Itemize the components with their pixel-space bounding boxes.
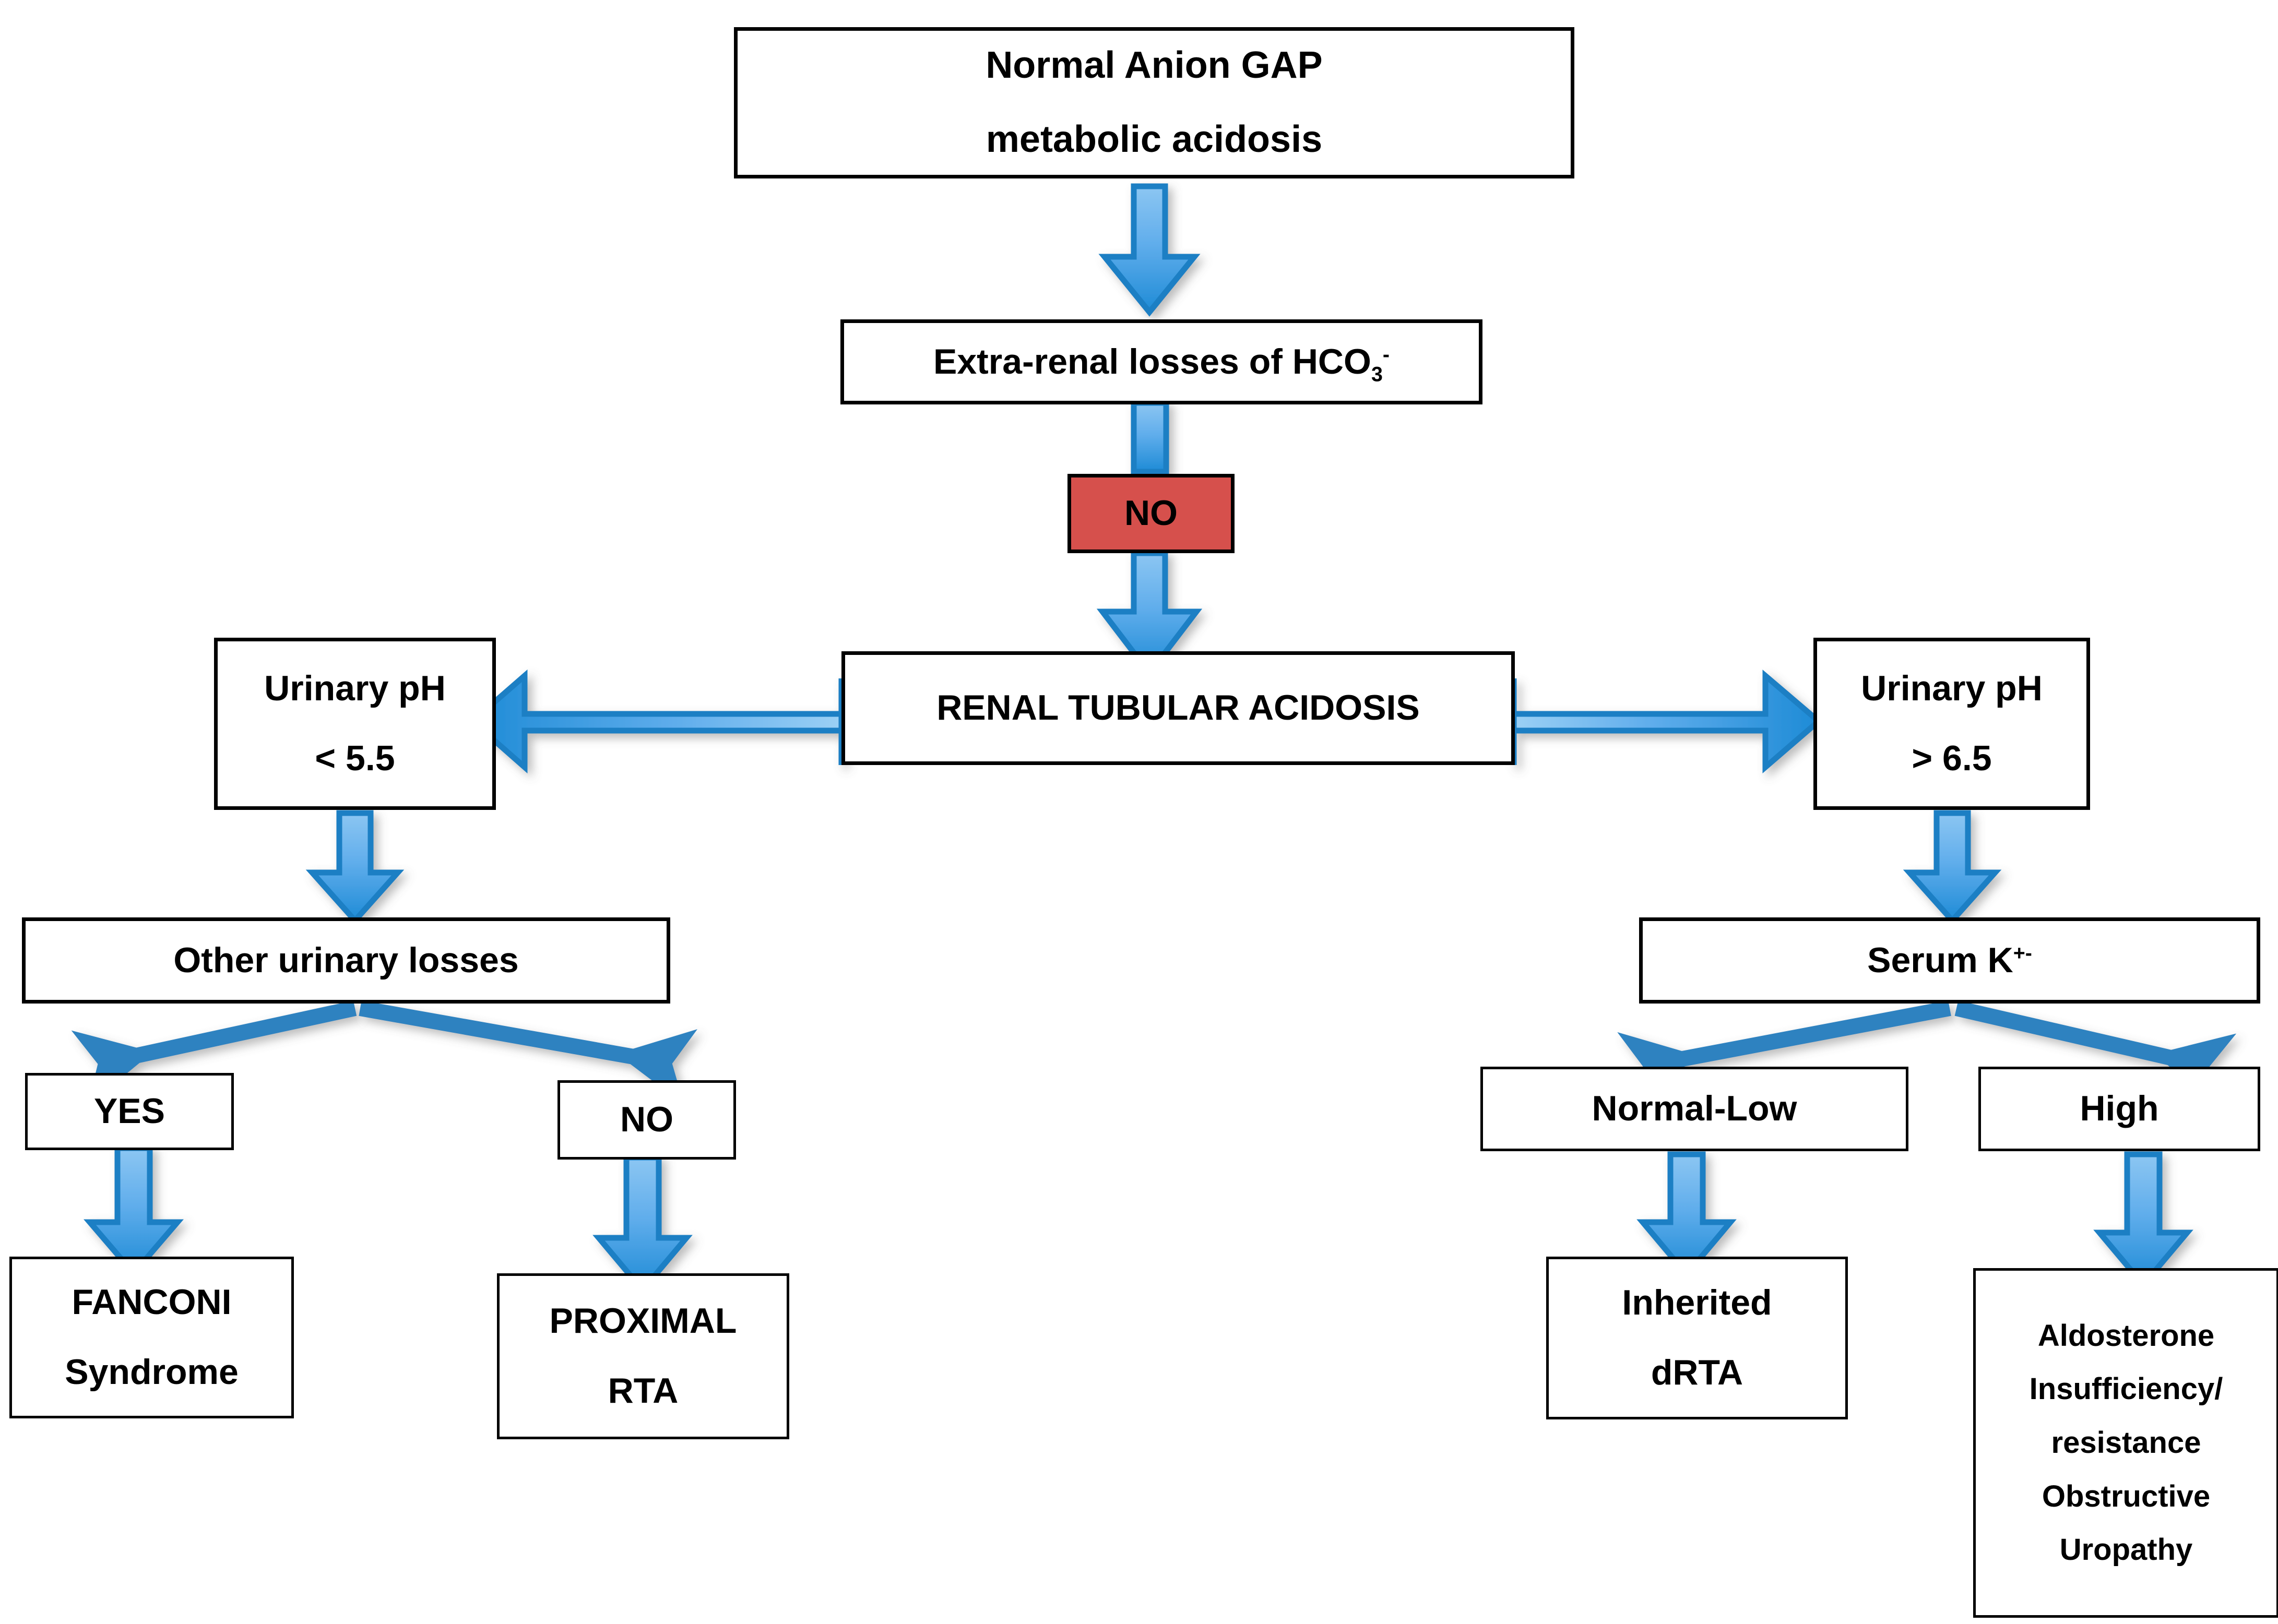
arrow-serum-k-to-normal-low <box>1617 1000 1951 1108</box>
node-normal-anion-gap[interactable]: Normal Anion GAP metabolic acidosis <box>734 27 1574 178</box>
node-fanconi-line2: Syndrome <box>65 1352 239 1392</box>
node-urinary-ph-high[interactable]: Urinary pH > 6.5 <box>1813 638 2090 810</box>
node-proximal-rta-line1: PROXIMAL <box>549 1301 737 1341</box>
node-serum-k-text: Serum K+- <box>1867 933 2032 988</box>
arrow-urinary-ph-high-to-serum-k <box>1903 810 2002 925</box>
arrow-other-losses-to-yes <box>71 1000 357 1106</box>
arrow-urinary-ph-low-to-other-losses <box>305 810 405 925</box>
node-no-branch[interactable]: NO <box>557 1080 736 1160</box>
node-root-line2: metabolic acidosis <box>986 118 1323 161</box>
node-aldosterone-line4: Obstructive <box>2042 1479 2211 1513</box>
node-aldosterone-line2: Insufficiency/ <box>2029 1372 2223 1406</box>
node-normal-low-label: Normal-Low <box>1592 1089 1797 1129</box>
arrow-rta-to-urinary-ph-low <box>468 669 845 774</box>
node-serum-k[interactable]: Serum K+- <box>1639 917 2260 1004</box>
node-aldosterone-line3: resistance <box>2051 1425 2201 1460</box>
node-normal-low[interactable]: Normal-Low <box>1480 1067 1908 1151</box>
arrow-high-to-aldosterone <box>2093 1151 2193 1289</box>
node-fanconi-syndrome[interactable]: FANCONI Syndrome <box>9 1257 294 1418</box>
node-urinary-ph-low-line2: < 5.5 <box>315 738 395 779</box>
node-renal-tubular-acidosis[interactable]: RENAL TUBULAR ACIDOSIS <box>841 651 1515 765</box>
node-serum-k-prefix: Serum K <box>1867 940 2013 980</box>
node-inherited-drta-line1: Inherited <box>1622 1283 1772 1323</box>
arrow-rta-to-urinary-ph-high <box>1511 670 1823 774</box>
node-proximal-rta[interactable]: PROXIMAL RTA <box>497 1273 789 1439</box>
arrow-serum-k-to-high <box>1954 1000 2237 1108</box>
node-urinary-ph-low-line1: Urinary pH <box>264 668 446 709</box>
node-extrarenal-superscript: - <box>1382 343 1390 366</box>
node-inherited-drta-line2: dRTA <box>1651 1353 1743 1393</box>
arrow-yes-to-fanconi <box>84 1145 184 1278</box>
node-aldosterone-line5: Uropathy <box>2059 1533 2193 1567</box>
node-aldosterone-line1: Aldosterone <box>2037 1318 2215 1353</box>
node-other-urinary-losses[interactable]: Other urinary losses <box>22 917 670 1004</box>
node-root-line1: Normal Anion GAP <box>986 44 1323 87</box>
node-no-badge-label: NO <box>1124 493 1178 533</box>
node-high[interactable]: High <box>1978 1067 2260 1151</box>
node-urinary-ph-high-line1: Urinary pH <box>1861 668 2043 709</box>
node-inherited-drta[interactable]: Inherited dRTA <box>1546 1257 1848 1419</box>
node-other-urinary-losses-label: Other urinary losses <box>173 940 519 980</box>
node-serum-k-superscript: +- <box>2013 941 2032 965</box>
node-high-label: High <box>2080 1089 2159 1129</box>
node-no-badge[interactable]: NO <box>1067 474 1235 553</box>
node-extrarenal-text: Extra-renal losses of HCO3- <box>933 335 1390 389</box>
node-extrarenal-losses[interactable]: Extra-renal losses of HCO3- <box>840 319 1482 404</box>
node-yes[interactable]: YES <box>25 1073 234 1150</box>
node-urinary-ph-high-line2: > 6.5 <box>1912 738 1992 779</box>
node-rta-label: RENAL TUBULAR ACIDOSIS <box>936 688 1420 728</box>
node-yes-label: YES <box>93 1091 165 1131</box>
arrow-extrarenal-to-no-badge <box>1131 400 1169 475</box>
node-extrarenal-prefix: Extra-renal losses of HCO <box>933 341 1371 381</box>
arrow-other-losses-to-no <box>359 1000 698 1105</box>
arrow-root-to-extrarenal <box>1098 183 1201 317</box>
arrow-no-to-proximal-rta <box>592 1154 693 1295</box>
node-extrarenal-subscript: 3 <box>1371 363 1383 386</box>
node-no-branch-label: NO <box>620 1100 673 1140</box>
node-fanconi-line1: FANCONI <box>72 1282 232 1322</box>
node-urinary-ph-low[interactable]: Urinary pH < 5.5 <box>214 638 496 810</box>
node-proximal-rta-line2: RTA <box>608 1371 679 1411</box>
node-aldosterone-insufficiency[interactable]: Aldosterone Insufficiency/ resistance Ob… <box>1973 1268 2278 1618</box>
